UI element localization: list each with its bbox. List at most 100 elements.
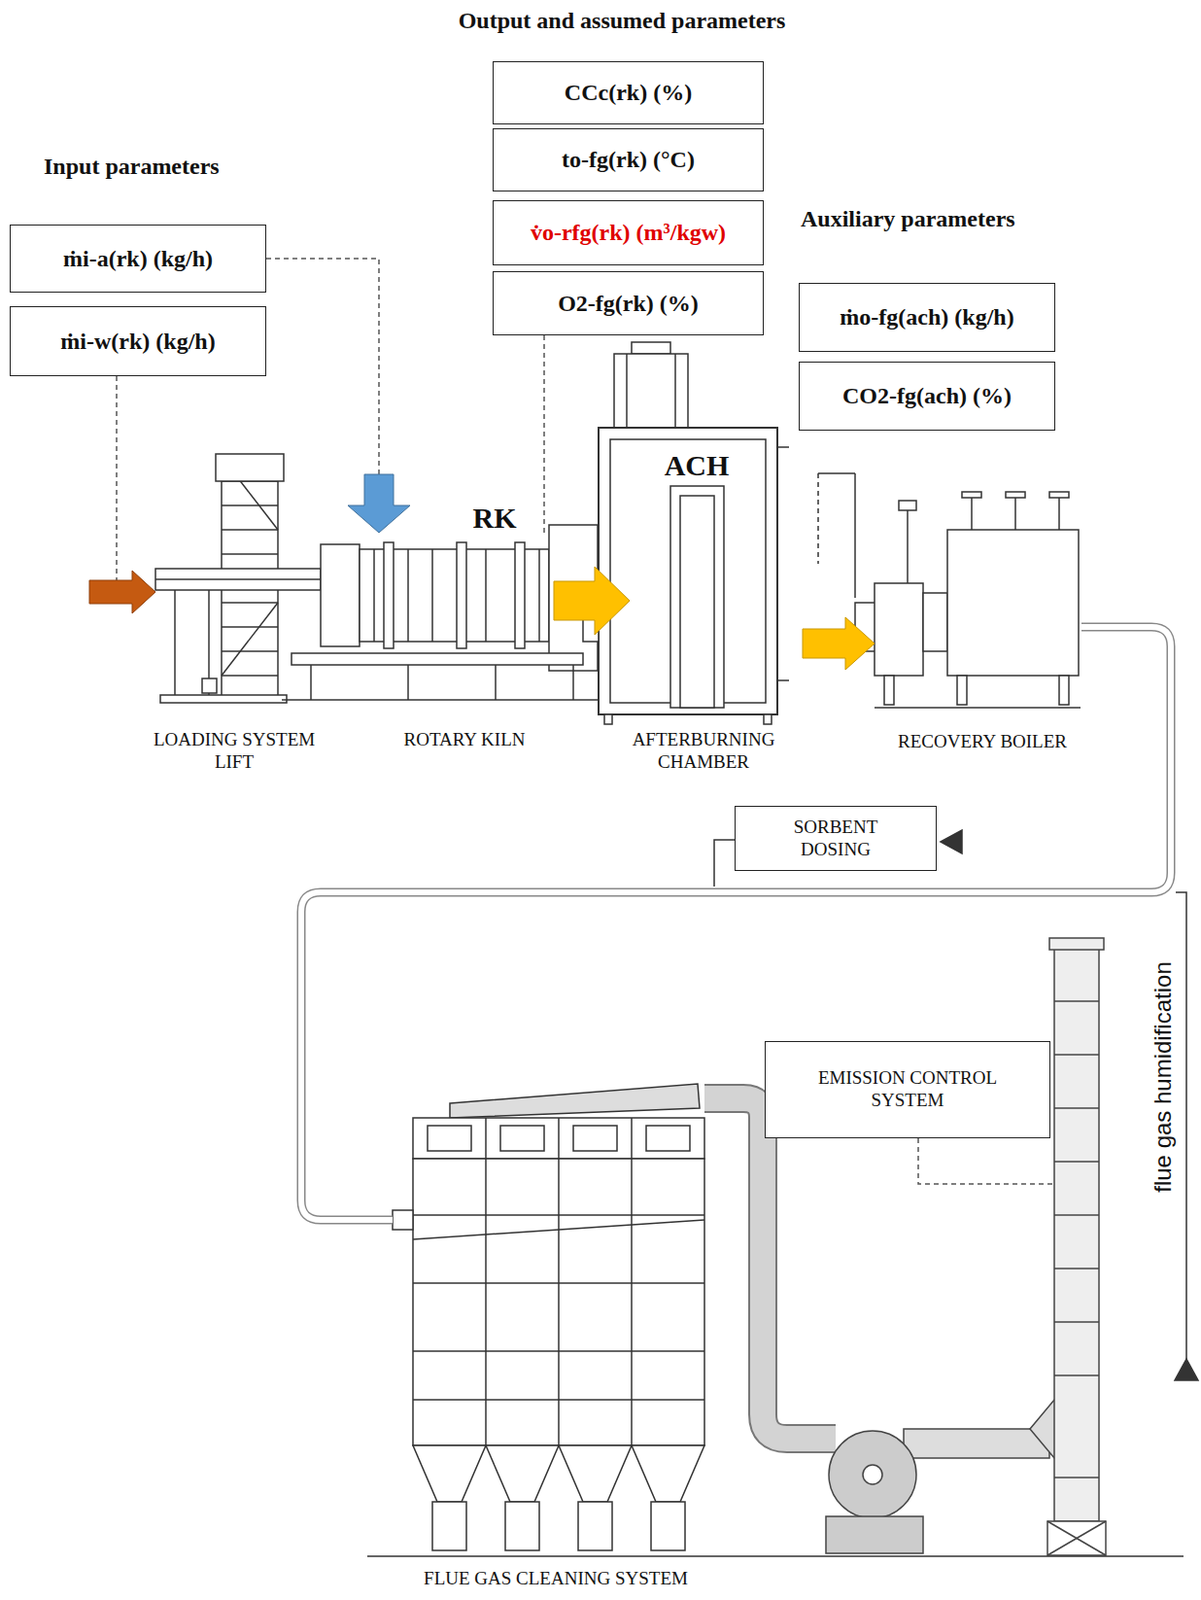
bag-filter-drawing-part <box>412 1349 705 1352</box>
rotary-kiln-drawing-part <box>407 549 410 642</box>
loading-lift-drawing-part <box>221 650 278 652</box>
dashed-leader <box>115 376 118 582</box>
parameter-label: ṁi-w(rk) (kg/h) <box>60 328 215 355</box>
loading-lift-drawing-part <box>221 504 278 507</box>
fan-drawing-part <box>903 1428 1050 1458</box>
equipment-tag: RK <box>473 501 517 534</box>
rotary-kiln-drawing-part <box>309 664 312 700</box>
bag-filter-drawing-part <box>432 1501 467 1550</box>
box-label: SORBENT DOSING <box>767 816 904 861</box>
recovery-boiler-drawing-part <box>1058 497 1061 530</box>
vertical-label: flue gas humidification <box>1149 960 1177 1192</box>
recovery-boiler-drawing-part <box>957 675 967 705</box>
recovery-boiler-drawing-part <box>1005 491 1026 498</box>
bag-filter-drawing-part <box>558 1444 632 1502</box>
stack-drawing-part <box>1049 937 1104 950</box>
connector <box>266 258 411 533</box>
loading-lift-drawing-part <box>221 601 278 604</box>
bag-filter-drawing-part <box>573 1125 618 1151</box>
bag-filter-drawing-part <box>631 1444 705 1502</box>
bag-filter-drawing-part <box>484 1117 487 1445</box>
recovery-boiler-drawing-part <box>923 592 948 652</box>
stack-drawing-part <box>1054 947 1099 1521</box>
equipment-label: AFTERBURNING CHAMBER <box>621 728 786 774</box>
fan-drawing-part <box>828 1430 917 1518</box>
stack-drawing-part <box>1047 1520 1106 1555</box>
stack-drawing-part <box>1047 1520 1106 1555</box>
equipment-label: FLUE GAS CLEANING SYSTEM <box>423 1567 688 1590</box>
parameter-label: to-fg(rk) (°C) <box>561 146 695 173</box>
equipment-area: ACHAFTERBURNING CHAMBER <box>629 427 803 778</box>
group-heading: Auxiliary parameters <box>800 205 1016 233</box>
loading-lift-drawing-part <box>173 589 176 695</box>
emission-control-leader-part <box>918 1137 1054 1184</box>
loading-lift-drawing-part <box>155 578 321 581</box>
sorbent-dosing-line-part <box>714 839 735 887</box>
recovery-boiler-drawing-part <box>961 491 982 498</box>
connector <box>544 335 546 533</box>
pipe-inner <box>301 626 1171 1220</box>
afterburning-chamber-drawing-part <box>614 353 688 428</box>
stack-drawing-part <box>1054 1213 1099 1216</box>
parameter-label: CO2-fg(ach) (%) <box>842 382 1012 410</box>
filter-duct-part <box>704 1098 836 1439</box>
block-arrow <box>802 617 875 670</box>
equipment-area: RKROTARY KILN <box>280 532 554 766</box>
recovery-boiler-drawing-part <box>1049 491 1069 498</box>
bag-filter-drawing-part <box>412 1281 705 1284</box>
stack-drawing-part <box>1054 1053 1099 1056</box>
humidification-line-part <box>1175 892 1187 1359</box>
loading-lift-drawing-part <box>221 528 278 531</box>
emission-control-leader <box>918 1137 1054 1184</box>
parameter-box: CO2-fg(ach) (%) <box>798 361 1056 431</box>
connector <box>301 626 1171 1220</box>
recovery-boiler-drawing-part <box>1014 497 1017 530</box>
afterburning-chamber-drawing-part <box>598 427 778 715</box>
connector <box>553 566 630 635</box>
connector <box>89 376 156 614</box>
rotary-kiln-drawing-part <box>320 544 360 647</box>
rotary-kiln-drawing-part <box>373 549 376 642</box>
box-label: EMISSION CONTROL SYSTEM <box>803 1066 1013 1112</box>
sorbent-dosing-line-part <box>940 829 962 854</box>
afterburning-chamber-drawing <box>583 342 790 724</box>
group-heading: Output and assumed parameters <box>458 7 787 35</box>
process-box: SORBENT DOSING <box>734 805 937 871</box>
group-heading: Input parameters <box>43 153 220 180</box>
rotary-kiln-drawing-part <box>484 549 487 642</box>
fan-drawing-part <box>825 1515 924 1553</box>
parameter-label: v̇o-rfg(rk) (m³/kgw) <box>530 219 726 246</box>
afterburning-chamber-drawing-part <box>631 342 671 354</box>
equipment-area: LOADING SYSTEM LIFT <box>155 453 281 778</box>
stack-drawing-part <box>1054 1267 1099 1270</box>
afterburning-chamber-drawing-part <box>763 714 772 724</box>
afterburning-chamber-drawing-part <box>777 446 790 448</box>
equipment-tag: ACH <box>664 448 730 481</box>
loading-lift-drawing-part <box>215 453 284 481</box>
stack-drawing-part <box>1054 1475 1099 1478</box>
block-arrow <box>89 570 156 614</box>
recovery-boiler-drawing-part <box>970 497 973 530</box>
rotary-kiln-drawing-part <box>538 549 541 642</box>
bag-filter-drawing-part <box>646 1125 690 1151</box>
rotary-kiln-drawing-part <box>281 698 613 701</box>
bag-filter-drawing-part <box>412 1213 705 1216</box>
afterburning-chamber-drawing-part <box>674 353 677 428</box>
recovery-boiler-drawing <box>818 473 1081 708</box>
filter-duct-part <box>704 1098 836 1439</box>
bag-filter-drawing-part <box>412 1444 486 1502</box>
parameter-box: CCc(rk) (%) <box>492 61 764 125</box>
equipment-area: FLUE GAS CLEANING SYSTEM <box>392 1081 710 1600</box>
block-arrow <box>553 566 630 635</box>
afterburning-chamber-drawing-part <box>670 485 724 708</box>
parameter-box: ṁo-fg(ach) (kg/h) <box>798 282 1056 352</box>
ground-line-part <box>367 1554 1184 1557</box>
parameter-box: v̇o-rfg(rk) (m³/kgw) <box>492 200 764 266</box>
afterburning-chamber-drawing-part <box>777 679 790 682</box>
bag-filter-drawing-part <box>412 1219 705 1239</box>
parameter-label: CCc(rk) (%) <box>564 79 692 106</box>
recovery-boiler-drawing-part <box>874 583 924 676</box>
bag-filter-drawing-part <box>630 1117 633 1445</box>
rotary-kiln-drawing-part <box>383 542 394 649</box>
